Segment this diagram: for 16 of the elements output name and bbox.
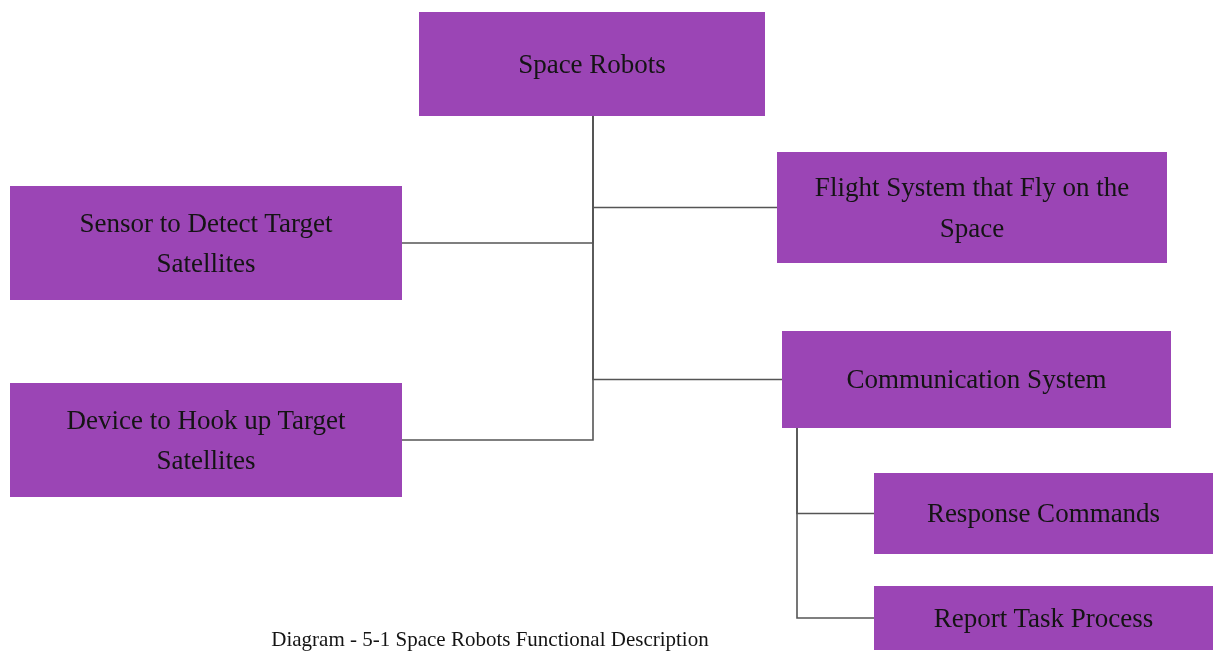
diagram-caption: Diagram - 5-1 Space Robots Functional Description — [270, 627, 710, 652]
box-label: Sensor to Detect Target Satellites — [78, 206, 334, 280]
function-box — [10, 186, 402, 300]
function-box — [419, 12, 765, 116]
function-box — [874, 586, 1213, 650]
box-label: Device to Hook up Target Satellites — [65, 403, 347, 477]
box-label: Space Robots — [518, 47, 666, 81]
box-label: Response Commands — [926, 497, 1161, 531]
function-box — [10, 383, 402, 497]
function-box — [874, 473, 1213, 554]
function-box — [782, 331, 1171, 428]
box-label: Flight System that Fly on the Space — [813, 171, 1131, 245]
connector-line — [796, 427, 875, 619]
function-box — [777, 152, 1167, 263]
box-label: Communication System — [846, 363, 1107, 397]
box-label: Report Task Process — [933, 601, 1154, 635]
